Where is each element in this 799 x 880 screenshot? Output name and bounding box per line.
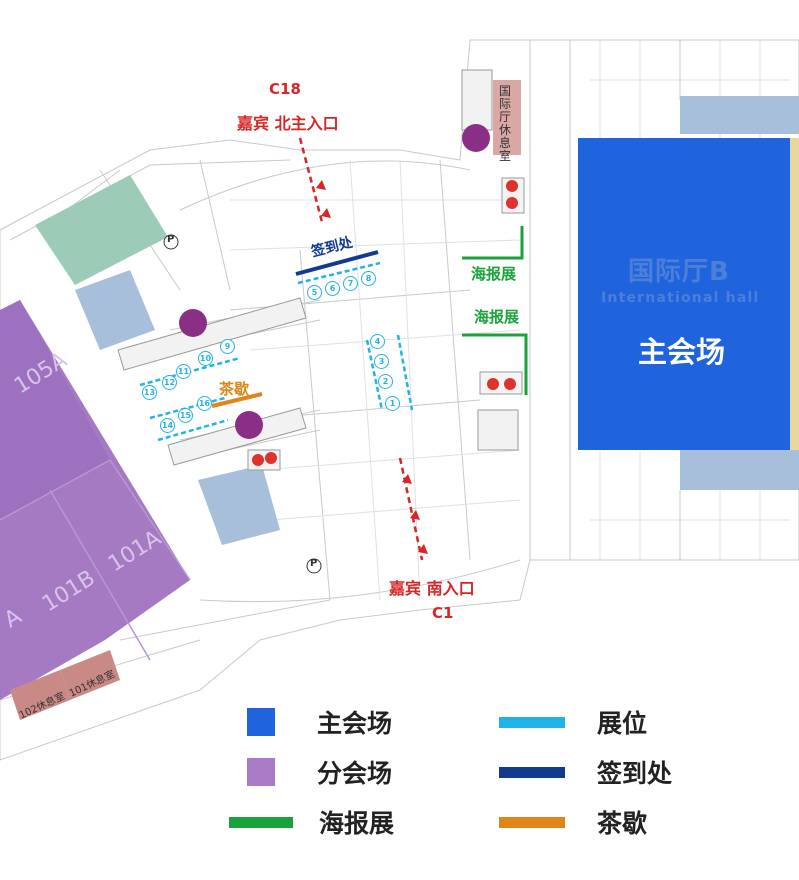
restroom-markers: [247, 177, 525, 471]
booth-1[interactable]: 1: [385, 396, 400, 411]
facility-dot: [179, 309, 207, 337]
north-entrance-label: 嘉宾 北主入口: [237, 114, 339, 133]
legend-label: 茶歇: [597, 809, 648, 838]
parking-label: P: [310, 558, 318, 569]
poster-lines: [462, 226, 528, 395]
legend-item-sub-hall: 分会场: [247, 754, 392, 790]
booth-14[interactable]: 14: [160, 418, 175, 433]
escalator-bands: [117, 69, 519, 466]
legend-item-booth: 展位: [499, 704, 647, 740]
booth-15[interactable]: 15: [178, 408, 193, 423]
main-hall-block: [578, 138, 790, 450]
signin-bar: [295, 250, 379, 276]
parking-label: P: [167, 234, 175, 245]
lounge-intl-box: [493, 80, 521, 155]
main-hall-role: 主会场: [638, 335, 726, 369]
facility-dot: [235, 411, 263, 439]
main-hall-subtitle: International hall: [601, 290, 760, 306]
south-entrance-code: C1: [432, 604, 454, 622]
booth-5[interactable]: 5: [307, 285, 322, 300]
booth-9[interactable]: 9: [220, 339, 235, 354]
booth-11[interactable]: 11: [176, 364, 191, 379]
legend-swatch: [499, 716, 565, 728]
blue-gray-block-2: [198, 465, 280, 545]
booth-16[interactable]: 16: [197, 396, 212, 411]
building-outline: [0, 39, 799, 761]
booth-3[interactable]: 3: [374, 354, 389, 369]
booth-6[interactable]: 6: [325, 281, 340, 296]
legend-item-tea: 茶歇: [499, 804, 647, 840]
legend-label: 展位: [597, 709, 648, 738]
booth-10[interactable]: 10: [198, 351, 213, 366]
legend-item-signin: 签到处: [499, 754, 672, 790]
legend-label: 签到处: [597, 759, 673, 788]
poster-label-1: 海报展: [471, 265, 517, 283]
lounge-102-box: [10, 670, 70, 720]
legend-label: 主会场: [317, 709, 393, 738]
lounge-intl-label: 国际厅休息室: [499, 84, 512, 163]
blue-gray-strip-bottom: [680, 450, 799, 490]
legend-swatch: [499, 766, 565, 778]
legend-swatch: [247, 708, 275, 736]
booth-13[interactable]: 13: [142, 385, 157, 400]
north-entrance-code: C18: [269, 80, 301, 98]
booth-4[interactable]: 4: [370, 334, 385, 349]
parking-icon: [306, 558, 322, 574]
tea-bar: [211, 392, 263, 408]
main-hall-name: 国际厅B: [628, 257, 730, 287]
legend-label: 海报展: [319, 809, 395, 838]
booth-8[interactable]: 8: [361, 271, 376, 286]
legend-swatch: [499, 816, 565, 828]
blue-gray-block-1: [75, 270, 155, 350]
side-strip: [790, 138, 799, 450]
entry-routes: [298, 137, 424, 561]
facility-dot: [462, 124, 490, 152]
tea-label: 茶歇: [219, 380, 250, 398]
legend-swatch: [229, 816, 293, 828]
teal-block: [35, 175, 168, 285]
booth-7[interactable]: 7: [343, 276, 358, 291]
legend-swatch: [247, 758, 275, 786]
lounge-101-box: [60, 650, 120, 700]
parking-icon: [163, 234, 179, 250]
legend-item-poster: 海报展: [229, 804, 394, 840]
booth-12[interactable]: 12: [162, 375, 177, 390]
hall-105a-area: [0, 300, 110, 520]
booth-2[interactable]: 2: [378, 374, 393, 389]
blue-gray-strip-top: [680, 96, 799, 134]
south-entrance-label: 嘉宾 南入口: [389, 579, 475, 598]
poster-label-2: 海报展: [474, 308, 520, 326]
legend-label: 分会场: [317, 759, 393, 788]
route-arrows: [316, 180, 428, 554]
legend-item-main-hall: 主会场: [247, 704, 392, 740]
